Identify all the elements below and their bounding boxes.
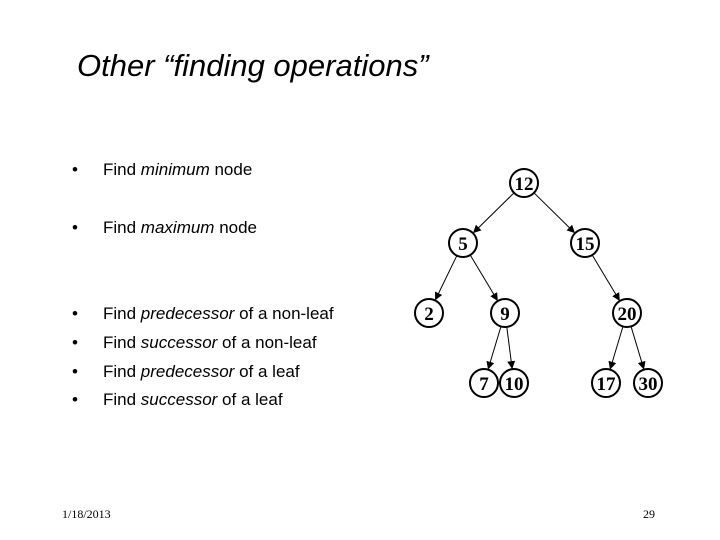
footer-page-number: 29 bbox=[643, 507, 655, 521]
tree-edge-arrow bbox=[608, 326, 624, 370]
bullet-text-post: node bbox=[209, 160, 253, 179]
bullet-text-emphasis: maximum bbox=[140, 218, 215, 237]
bullet-text-post: of a non-leaf bbox=[234, 304, 334, 323]
bullet-text-pre: Find bbox=[103, 218, 141, 237]
tree-edge-arrow bbox=[486, 326, 502, 370]
tree-node-label: 2 bbox=[424, 304, 434, 325]
tree-node-circle bbox=[469, 368, 499, 398]
tree-edge-arrow bbox=[591, 254, 620, 301]
tree-node-circle bbox=[570, 228, 600, 258]
bullet-text-pre: Find bbox=[103, 362, 141, 381]
tree-edges bbox=[435, 192, 646, 370]
tree-node: 9 bbox=[490, 298, 520, 328]
bullet-marker: • bbox=[72, 160, 78, 179]
tree-node: 5 bbox=[448, 228, 478, 258]
bullet-text-emphasis: predecessor bbox=[140, 362, 235, 381]
tree-node-label: 20 bbox=[618, 304, 637, 325]
bullet-text-post: of a leaf bbox=[234, 362, 300, 381]
bullet-text-emphasis: minimum bbox=[140, 160, 210, 179]
tree-node: 30 bbox=[633, 368, 663, 398]
slide-title: Other “finding operations” bbox=[77, 48, 429, 83]
tree-node-circle bbox=[490, 298, 520, 328]
bullet-marker: • bbox=[72, 390, 78, 409]
tree-node-label: 12 bbox=[515, 174, 534, 195]
bullet-text-pre: Find bbox=[103, 304, 141, 323]
tree-node-circle bbox=[414, 298, 444, 328]
bullet-text-emphasis: successor bbox=[140, 390, 218, 409]
tree-edge-arrow bbox=[469, 254, 498, 301]
tree-node-circle bbox=[633, 368, 663, 398]
tree-node-circle bbox=[499, 368, 529, 398]
bullet-text-emphasis: predecessor bbox=[140, 304, 235, 323]
bullet-text-post: of a leaf bbox=[217, 390, 283, 409]
bullet-marker: • bbox=[72, 218, 78, 237]
tree-node-label: 17 bbox=[597, 374, 617, 395]
tree-node-circle bbox=[612, 298, 642, 328]
tree-node: 2 bbox=[414, 298, 444, 328]
bullet-text-pre: Find bbox=[103, 390, 141, 409]
tree-node: 15 bbox=[570, 228, 600, 258]
bullet-text-pre: Find bbox=[103, 160, 141, 179]
tree-node-label: 7 bbox=[479, 374, 489, 395]
tree-node: 17 bbox=[591, 368, 621, 398]
tree-edge-arrow bbox=[472, 192, 515, 234]
tree-edge-arrow bbox=[533, 192, 576, 234]
tree-node: 7 bbox=[469, 368, 499, 398]
tree-node-label: 10 bbox=[505, 374, 524, 395]
tree-edge-arrow bbox=[435, 255, 458, 301]
tree-node: 10 bbox=[499, 368, 529, 398]
bullet-text-post: node bbox=[214, 218, 258, 237]
tree-node: 12 bbox=[509, 168, 539, 198]
tree-node-label: 15 bbox=[576, 234, 595, 255]
footer-date: 1/18/2013 bbox=[62, 507, 111, 521]
tree-node-circle bbox=[591, 368, 621, 398]
tree-node-circle bbox=[509, 168, 539, 198]
tree-node-label: 30 bbox=[639, 374, 658, 395]
tree-node: 20 bbox=[612, 298, 642, 328]
bullet-text-post: of a non-leaf bbox=[217, 333, 317, 352]
bullet-marker: • bbox=[72, 304, 78, 323]
bullet-text-pre: Find bbox=[103, 333, 141, 352]
bullet-text-emphasis: successor bbox=[140, 333, 218, 352]
tree-edge-arrow bbox=[506, 326, 516, 370]
bullet-marker: • bbox=[72, 333, 78, 352]
tree-node-label: 9 bbox=[500, 304, 510, 325]
tree-nodes: 12 5 15 2 9 20 7 10 17 30 bbox=[414, 168, 663, 398]
tree-edge-arrow bbox=[630, 326, 646, 370]
tree-node-label: 5 bbox=[458, 234, 468, 255]
bullet-marker: • bbox=[72, 362, 78, 381]
tree-node-circle bbox=[448, 228, 478, 258]
